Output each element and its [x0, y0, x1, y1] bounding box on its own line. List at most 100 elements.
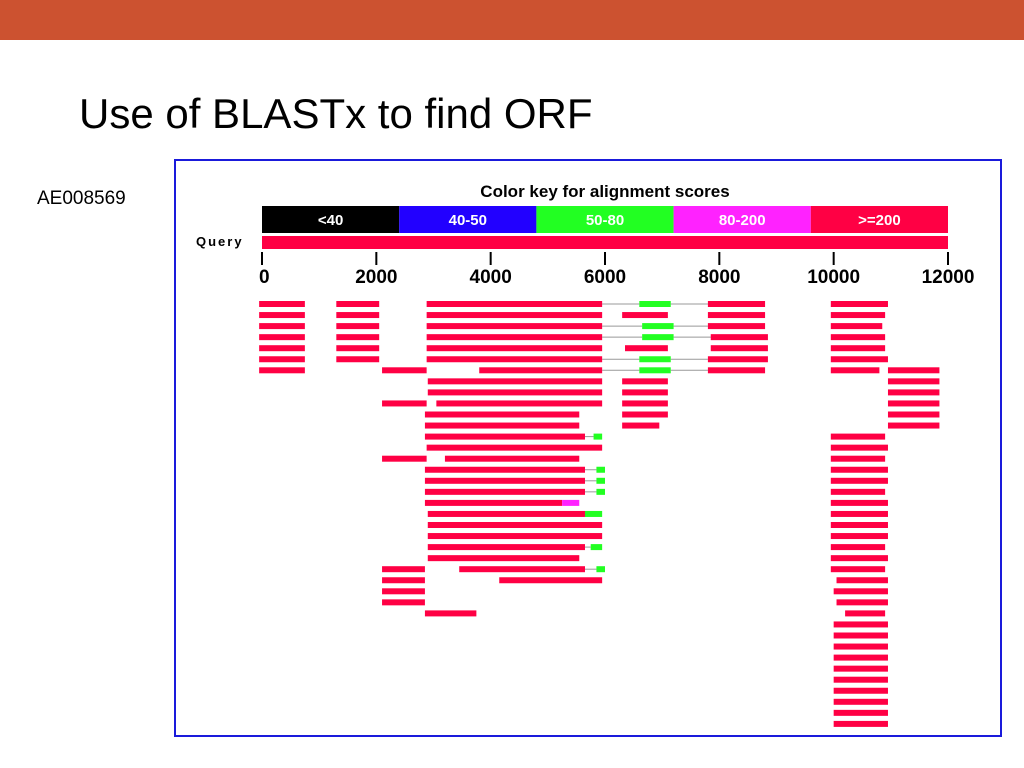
alignment-hit-bar — [424, 411, 580, 418]
query-label: Query — [196, 234, 244, 249]
alignment-hit-bar — [830, 323, 883, 330]
alignment-hit-bar — [259, 312, 305, 319]
alignment-hit-bar — [622, 378, 668, 385]
alignment-hit-bar — [382, 588, 425, 595]
alignment-hit-bar — [625, 345, 668, 352]
alignment-hit-bar — [830, 544, 886, 551]
alignment-hit-bar — [642, 334, 674, 341]
alignment-hit-bar — [424, 477, 585, 484]
alignment-hit-bar — [259, 334, 305, 341]
alignment-hit-bar — [427, 522, 603, 528]
alignment-hit-bar — [830, 345, 886, 352]
alignment-hit-bar — [830, 555, 888, 562]
score-key-box — [536, 206, 674, 233]
alignment-hit-bar — [639, 367, 671, 374]
alignment-hit-bar — [427, 510, 585, 517]
alignment-hit-bar — [584, 510, 603, 517]
score-key-box — [399, 206, 537, 233]
alignment-hit-bar — [426, 345, 603, 352]
alignment-hit-bar — [710, 334, 768, 341]
alignment-hit-bar — [459, 566, 585, 573]
alignment-hit-bar — [830, 533, 888, 540]
alignment-hit-bar — [830, 301, 888, 307]
alignment-hit-bar — [479, 367, 603, 374]
alignment-hit-bar — [830, 499, 888, 506]
score-key-label: 40-50 — [449, 212, 487, 229]
query-bar — [262, 236, 948, 249]
alignment-hit-bar — [427, 378, 603, 385]
alignment-hit-bar — [833, 720, 888, 727]
alignment-hit-bar — [427, 555, 580, 562]
alignment-hit-bar — [596, 477, 605, 484]
alignment-hit-bar — [830, 488, 886, 495]
alignment-hit-bar — [707, 301, 766, 307]
alignment-hit-bar — [424, 433, 585, 440]
alignment-hit-bar — [830, 312, 886, 319]
header-accent-bar — [0, 0, 1024, 40]
alignment-hit-bar — [833, 621, 888, 628]
score-key-label: >=200 — [858, 212, 901, 229]
alignment-hit-bar — [426, 334, 603, 341]
alignment-hit-bar — [426, 323, 603, 330]
alignment-hit-bar — [836, 599, 888, 606]
score-key-label: <40 — [318, 212, 343, 229]
alignment-hit-bar — [336, 323, 380, 330]
alignment-hit-bar — [833, 676, 888, 683]
alignment-hit-bar — [830, 334, 886, 341]
alignment-hit-bar — [639, 301, 671, 307]
alignment-hit-bar — [622, 400, 668, 407]
score-key-label: 50-80 — [586, 212, 624, 229]
axis-tick-label: 0 — [259, 267, 270, 288]
alignment-hit-bar — [833, 588, 888, 595]
alignment-hit-bar — [382, 367, 427, 374]
axis-tick-label: 8000 — [698, 267, 740, 288]
alignment-hit-bar — [833, 632, 888, 639]
alignment-hit-bar — [426, 356, 603, 363]
alignment-hit-bar — [596, 488, 605, 495]
alignment-hit-bar — [259, 323, 305, 330]
alignment-hit-bar — [562, 499, 580, 506]
alignment-hit-bar — [259, 367, 305, 374]
alignment-hit-bar — [833, 654, 888, 661]
alignment-hit-bar — [887, 378, 940, 385]
alignment-hit-bar — [833, 643, 888, 650]
alignment-hit-bar — [427, 544, 585, 551]
alignment-hit-bar — [642, 323, 674, 330]
score-key-box — [673, 206, 811, 233]
alignment-hit-bar — [622, 389, 668, 396]
alignment-hit-bar — [830, 510, 888, 517]
score-key-box — [262, 206, 400, 233]
alignment-hit-bar — [499, 577, 603, 584]
alignment-hit-bar — [259, 356, 305, 363]
axis-tick-label: 10000 — [807, 267, 860, 288]
alignment-hit-bar — [424, 610, 477, 617]
alignment-hit-bar — [444, 455, 580, 462]
alignment-hit-bar — [382, 455, 427, 462]
alignment-hit-bar — [707, 356, 768, 363]
alignment-hit-bar — [424, 422, 580, 429]
alignment-hit-bar — [887, 389, 940, 396]
alignment-hit-bar — [426, 312, 603, 319]
alignment-hit-bar — [836, 577, 888, 584]
alignment-hit-bar — [887, 422, 940, 429]
score-key-box — [810, 206, 948, 233]
alignment-hit-bar — [424, 466, 585, 473]
alignment-hit-bar — [622, 312, 668, 319]
alignment-hit-bar — [336, 301, 380, 307]
alignment-hit-bar — [833, 687, 888, 694]
alignment-hit-bar — [707, 367, 766, 374]
alignment-hit-bar — [336, 356, 380, 363]
alignment-hit-bar — [427, 389, 603, 396]
score-key-label: 80-200 — [719, 212, 766, 229]
alignment-hit-bar — [639, 356, 671, 363]
axis-tick-label: 4000 — [470, 267, 512, 288]
alignment-hit-bar — [833, 698, 888, 705]
alignment-hit-bar — [259, 345, 305, 352]
axis-tick-label: 2000 — [355, 267, 397, 288]
alignment-hit-bar — [830, 477, 888, 484]
alignment-hit-bar — [436, 400, 603, 407]
alignment-hit-bar — [336, 345, 380, 352]
alignment-hit-bar — [830, 466, 888, 473]
alignment-hit-bar — [830, 356, 888, 363]
